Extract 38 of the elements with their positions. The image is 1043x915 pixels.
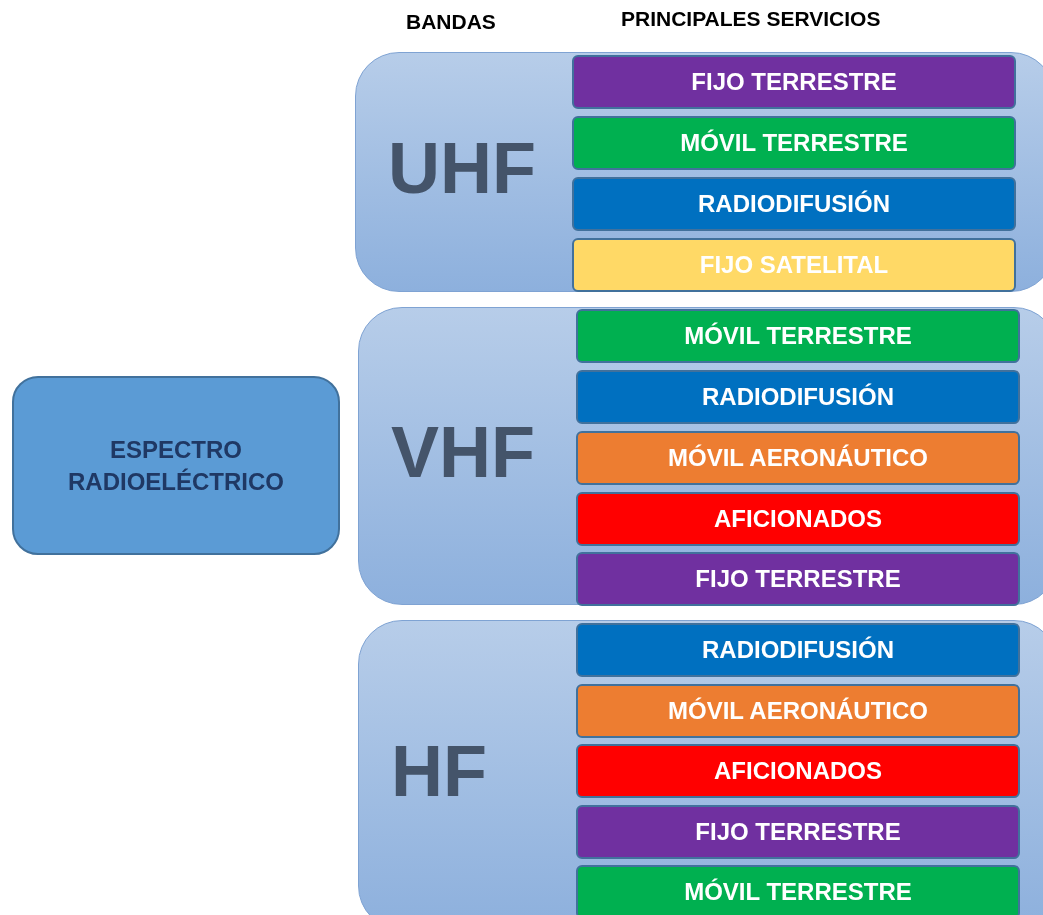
- service-label: MÓVIL TERRESTRE: [680, 129, 908, 157]
- service-label: MÓVIL AERONÁUTICO: [668, 444, 928, 472]
- service-bar: [576, 865, 1020, 915]
- service-bar: [576, 744, 1020, 798]
- box-label: ESPECTRO RADIOELÉCTRICO: [67, 434, 285, 497]
- band-panel: [355, 52, 1043, 292]
- service-bar: [576, 623, 1020, 677]
- band-panel: [358, 307, 1043, 605]
- service-label: AFICIONADOS: [714, 505, 882, 533]
- band-label: VHF: [391, 411, 535, 493]
- service-bar: [576, 370, 1020, 424]
- service-label: MÓVIL TERRESTRE: [684, 322, 912, 350]
- service-bar: [572, 177, 1016, 231]
- service-bar: [576, 684, 1020, 738]
- service-bar: [572, 55, 1016, 109]
- service-label: FIJO TERRESTRE: [695, 565, 901, 593]
- service-bar: [572, 116, 1016, 170]
- service-label: RADIODIFUSIÓN: [702, 383, 894, 411]
- service-label: AFICIONADOS: [714, 757, 882, 785]
- service-label: FIJO TERRESTRE: [695, 818, 901, 846]
- service-label: FIJO TERRESTRE: [691, 68, 897, 96]
- service-bar: [572, 238, 1016, 292]
- service-bar: [576, 431, 1020, 485]
- column-heading: PRINCIPALES SERVICIOS: [621, 7, 881, 31]
- service-label: MÓVIL TERRESTRE: [684, 878, 912, 906]
- spectrum-box: [12, 376, 340, 555]
- service-bar: [576, 492, 1020, 546]
- service-label: RADIODIFUSIÓN: [698, 190, 890, 218]
- band-label: UHF: [388, 127, 536, 209]
- service-label: RADIODIFUSIÓN: [702, 636, 894, 664]
- service-bar: [576, 552, 1020, 606]
- band-panel: [358, 620, 1043, 915]
- service-bar: [576, 805, 1020, 859]
- column-heading: BANDAS: [406, 10, 496, 34]
- service-label: MÓVIL AERONÁUTICO: [668, 697, 928, 725]
- service-label: FIJO SATELITAL: [699, 251, 889, 279]
- service-bar: [576, 309, 1020, 363]
- band-label: HF: [391, 730, 487, 812]
